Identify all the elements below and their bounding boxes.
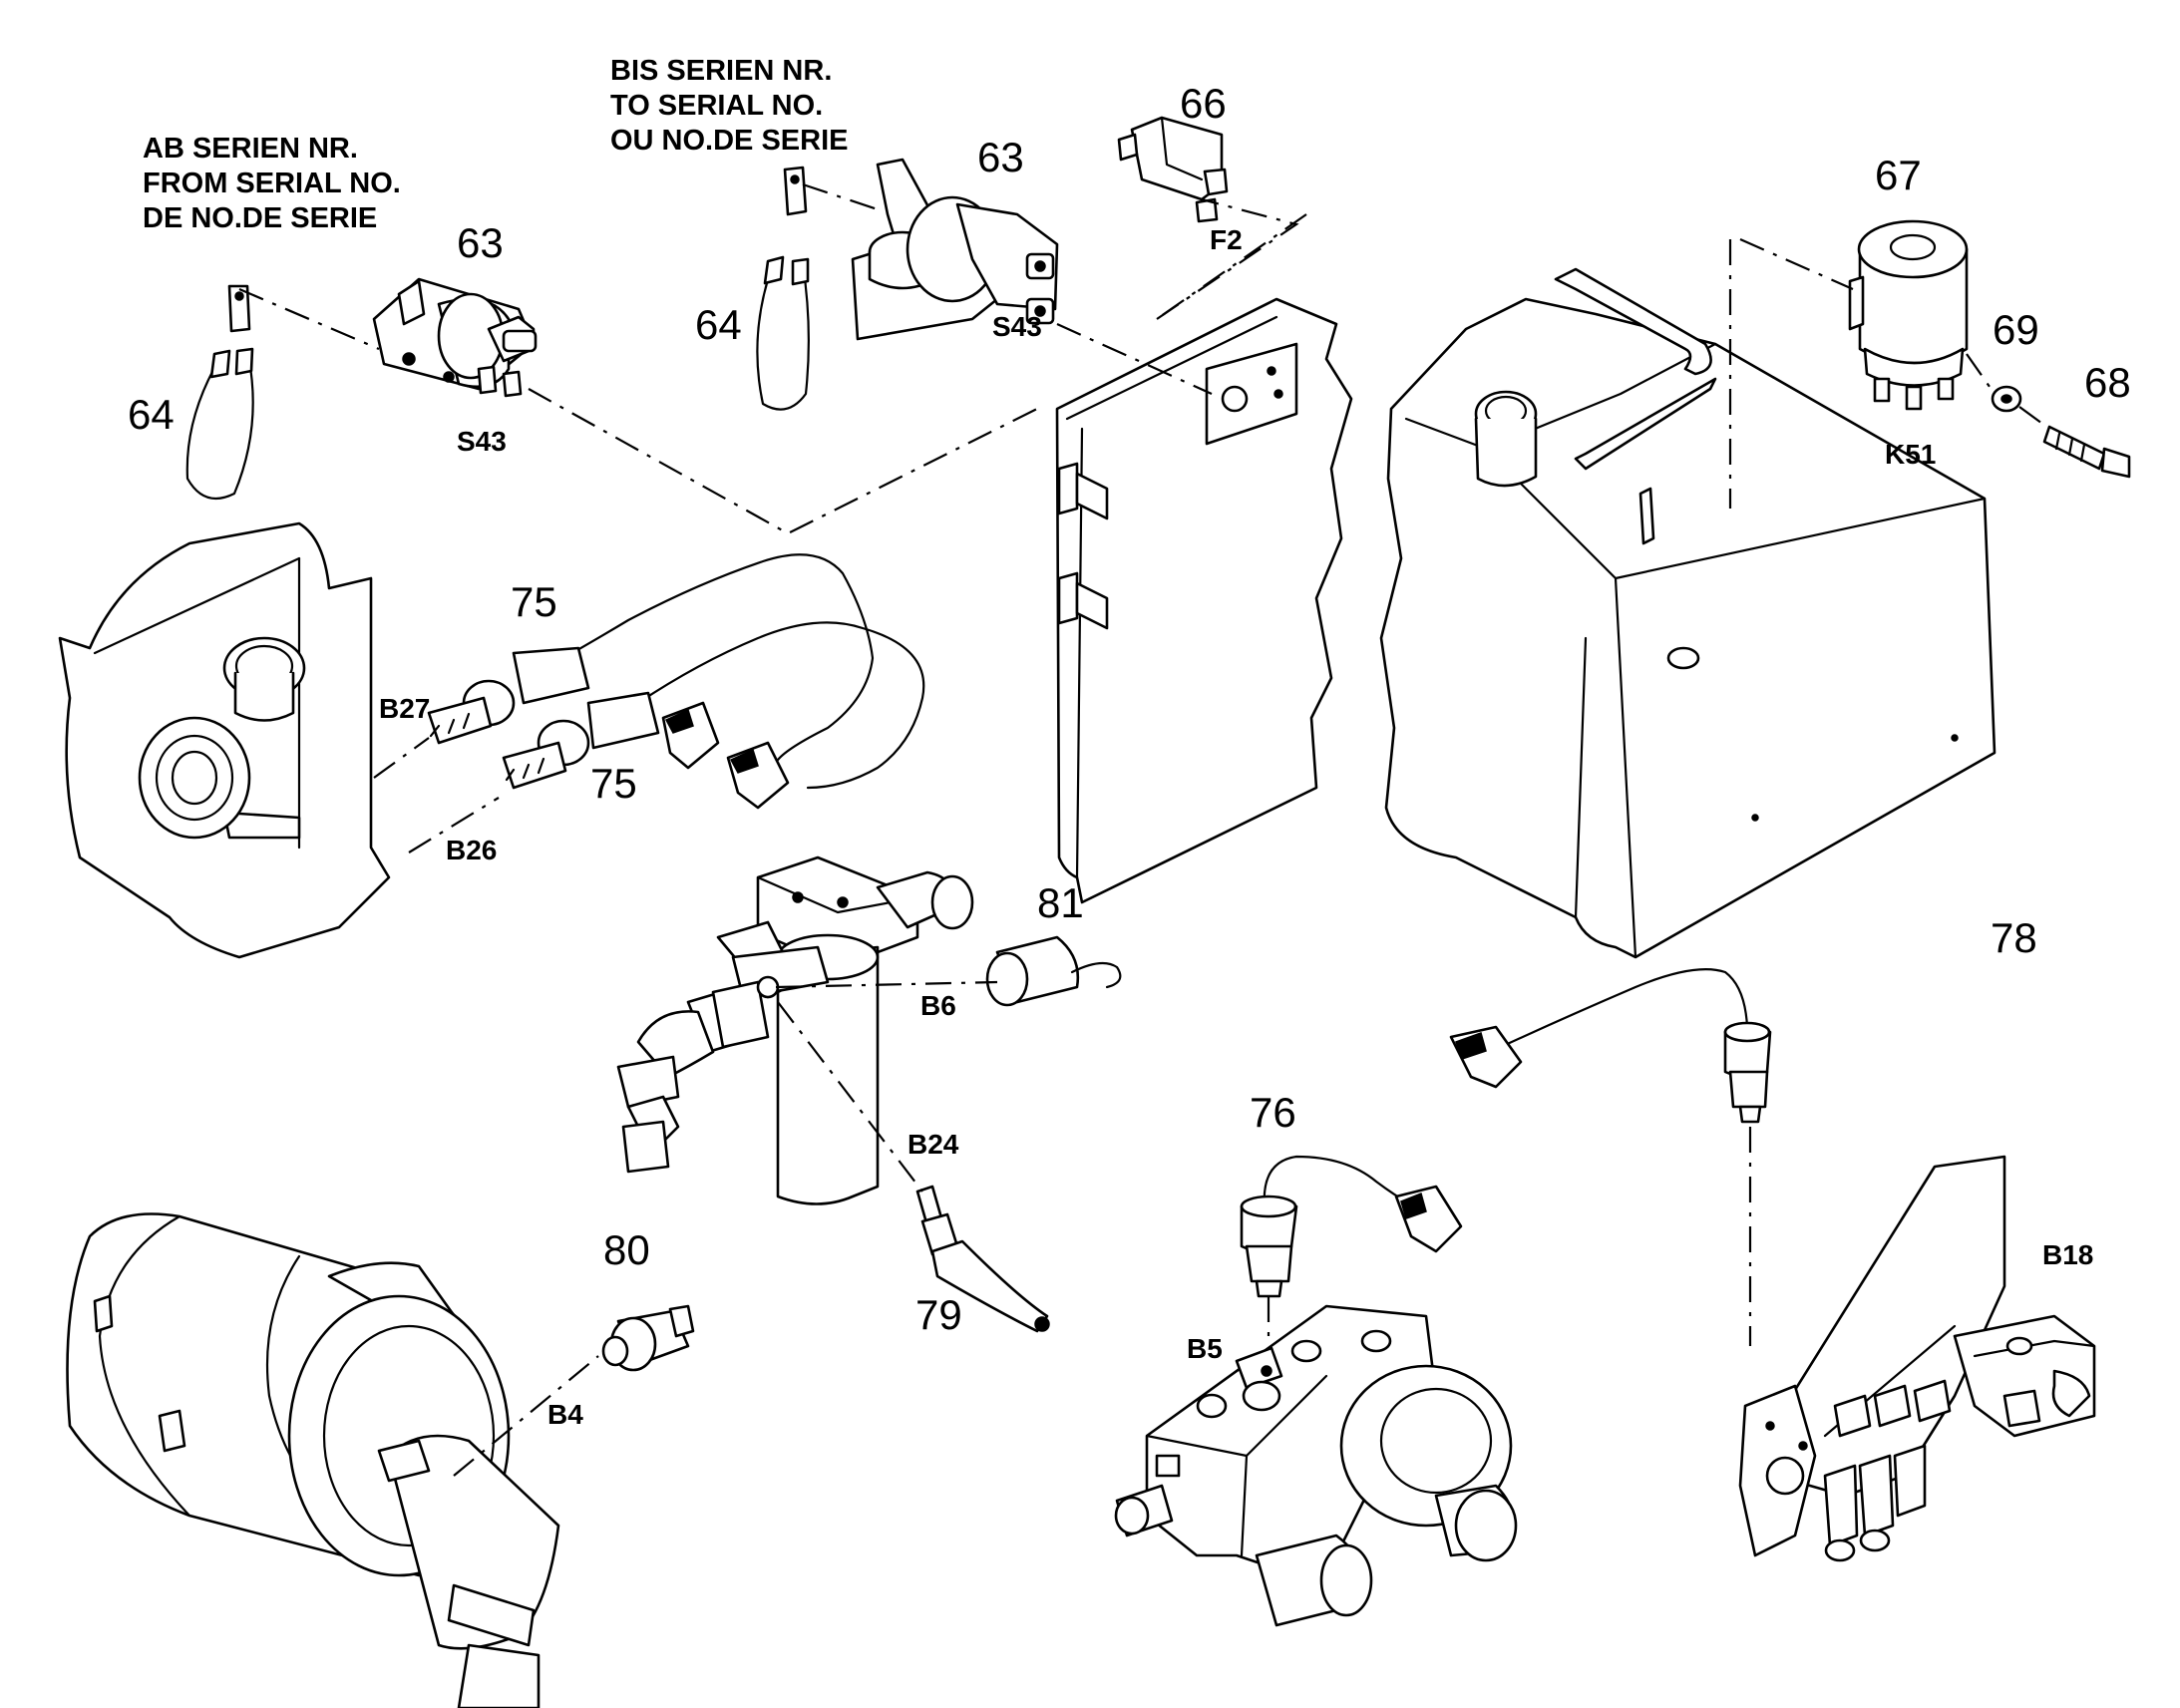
leader-lines <box>238 182 2050 1477</box>
relay-f2 <box>1117 116 1229 223</box>
pressure-sensor-b27 <box>427 553 875 770</box>
device-code: F2 <box>1210 224 1243 255</box>
item-number: 68 <box>2084 359 2131 406</box>
ground-strap-right <box>756 166 810 411</box>
note-line: BIS SERIEN NR. <box>610 55 832 87</box>
pressure-sensor-b5 <box>1240 1155 1463 1298</box>
hydraulic-reservoir <box>58 521 391 959</box>
note-line: FROM SERIAL NO. <box>143 168 401 199</box>
pressure-switch-b4 <box>601 1304 695 1372</box>
pressure-sensor-b26 <box>502 621 925 810</box>
item-number-labels: 63 63 64 64 66 67 68 69 75 75 76 78 79 8… <box>128 80 2131 1338</box>
item-number: 63 <box>977 134 1024 180</box>
sensor-b6 <box>985 935 1122 1007</box>
device-code: B18 <box>2042 1239 2093 1270</box>
note-line: DE NO.DE SERIE <box>143 202 377 234</box>
valve-block-b5 <box>1114 1304 1518 1627</box>
battery-switch-right <box>851 158 1059 341</box>
pressure-sensor-b18 <box>1449 968 1772 1124</box>
cabinet-panel <box>1055 297 1353 904</box>
item-number: 66 <box>1180 80 1227 127</box>
item-number: 75 <box>511 578 557 625</box>
item-number: 67 <box>1875 152 1922 198</box>
item-number: 76 <box>1250 1089 1296 1136</box>
note-line: TO SERIAL NO. <box>610 90 823 122</box>
relay-k51 <box>1848 219 1969 411</box>
note-line: AB SERIEN NR. <box>143 133 358 165</box>
device-code: B6 <box>920 990 956 1021</box>
air-filter <box>66 1212 560 1708</box>
note-line: OU NO.DE SERIE <box>610 125 849 157</box>
device-code: S43 <box>457 426 507 457</box>
item-number: 79 <box>915 1291 962 1338</box>
item-number: 81 <box>1037 879 1084 926</box>
item-number: 75 <box>590 760 637 807</box>
note-to-serial: BIS SERIEN NR. TO SERIAL NO. OU NO.DE SE… <box>610 55 849 157</box>
washer-69 <box>1991 385 2022 413</box>
item-number: 64 <box>695 301 742 348</box>
note-from-serial: AB SERIEN NR. FROM SERIAL NO. DE NO.DE S… <box>143 133 401 234</box>
item-number: 69 <box>1993 306 2039 353</box>
screw-68 <box>2042 425 2131 479</box>
item-number: 63 <box>457 219 504 266</box>
device-code: B26 <box>446 835 497 865</box>
item-number: 64 <box>128 391 175 438</box>
item-number: 80 <box>603 1226 650 1273</box>
item-number: 78 <box>1991 914 2037 961</box>
battery-switch-left <box>372 277 538 398</box>
sensor-b24 <box>915 1185 1050 1333</box>
device-code: B4 <box>547 1399 583 1430</box>
device-code: B24 <box>908 1129 959 1160</box>
device-code: S43 <box>992 311 1042 342</box>
ground-strap-left <box>185 284 254 501</box>
filter-housing <box>616 855 974 1205</box>
device-code: K51 <box>1885 439 1936 470</box>
tank-housing <box>1379 267 1997 959</box>
device-code: B27 <box>379 693 430 724</box>
device-code-labels: S43 S43 F2 K51 B27 B26 B6 B24 B5 B4 B18 <box>379 224 2093 1430</box>
valve-block-b18 <box>1738 1155 2096 1562</box>
device-code: B5 <box>1187 1333 1223 1364</box>
